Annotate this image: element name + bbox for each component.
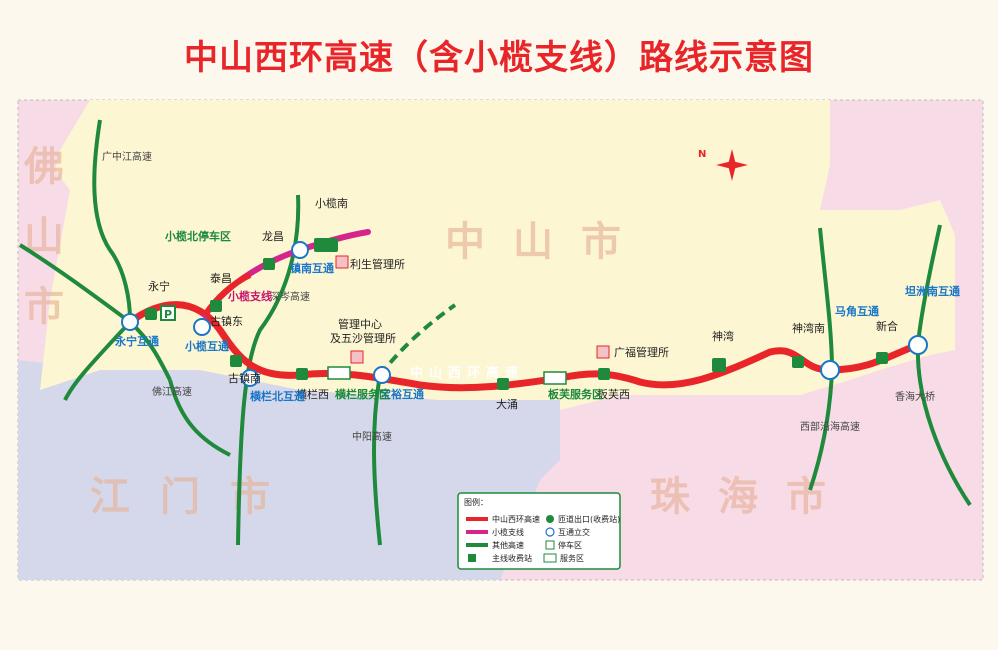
- office-center-icon: [350, 350, 364, 364]
- legend: 图例： 中山西环高速 小榄支线 其他高速 主线收费站 匝道出口(收费站) 互通立…: [457, 492, 621, 570]
- label-zhennan-interchange: 镇南互通: [290, 261, 334, 275]
- label-xiaolan-interchange: 小榄互通: [184, 339, 229, 353]
- label-branch-route: 小榄支线: [227, 289, 272, 303]
- legend-item-service: 服务区: [560, 553, 584, 563]
- interchange-zhennan-icon: [291, 241, 309, 259]
- label-henglan-north-interchange: 横栏北互通: [250, 389, 305, 403]
- yongning-south-road: [63, 320, 132, 401]
- label-shenwan-south: 神湾南: [792, 321, 825, 335]
- label-guzhen-east: 古镇东: [210, 314, 243, 328]
- label-xianghai-road: 香海大桥: [895, 390, 935, 403]
- region-foshan: 佛山市: [23, 144, 64, 330]
- interchange-xiaolan-icon: [193, 318, 211, 336]
- interchange-majiao-icon: [820, 360, 840, 380]
- map-title: 中山西环高速（含小榄支线）路线示意图: [184, 38, 814, 78]
- label-tanzhou-interchange: 坦洲南互通: [905, 284, 960, 298]
- label-shenwan: 神湾: [712, 329, 734, 343]
- service-banfu-icon: [543, 371, 567, 385]
- compass-icon: N: [698, 149, 748, 181]
- label-shencen-road: 深岑高速: [270, 290, 310, 303]
- label-longchang: 龙昌: [262, 230, 284, 243]
- label-banfu-west: 板芙西: [597, 387, 630, 401]
- label-lisheng-office: 利生管理所: [350, 257, 405, 271]
- label-center-office: 管理中心: [338, 317, 382, 331]
- label-zhongyang-road: 中阳高速: [352, 430, 392, 443]
- legend-item-toll: 主线收费站: [492, 553, 532, 563]
- legend-item-parking: 停车区: [558, 540, 582, 550]
- main-route-label: 中山西环高速: [410, 365, 524, 381]
- guangzhong-road: [92, 119, 132, 321]
- legend-item-main: 中山西环高速: [492, 514, 540, 524]
- toll-shenwan-south-icon: [792, 356, 804, 368]
- legend-item-exit: 匝道出口(收费站): [558, 514, 620, 524]
- interchange-yongning-icon: [121, 313, 139, 331]
- toll-dayong-icon: [497, 378, 509, 390]
- label-dayong: 大涌: [496, 397, 518, 411]
- legend-item-other: 其他高速: [492, 540, 524, 550]
- toll-markers: [145, 238, 888, 390]
- label-baoyu-interchange: 宝裕互通: [380, 387, 424, 401]
- label-guangzhong-road: 广中江高速: [102, 150, 152, 163]
- label-yongning: 永宁: [148, 279, 170, 293]
- label-guangfu-office: 广福管理所: [614, 345, 669, 359]
- toll-shenwan-icon: [712, 358, 726, 372]
- region-zhuhai: 珠海市: [650, 474, 854, 520]
- toll-xiaolan-south-icon: [314, 238, 338, 252]
- label-majiao-interchange: 马角互通: [835, 304, 879, 318]
- toll-longchang-icon: [263, 258, 275, 270]
- label-wusha-office: 及五沙管理所: [330, 331, 396, 345]
- service-henglan-icon: [327, 366, 351, 380]
- region-zhongshan: 中山市: [445, 219, 649, 265]
- parking-icon: [160, 305, 176, 321]
- label-xiaolan-south: 小榄南: [315, 197, 348, 210]
- interchange-baoyu-icon: [373, 366, 391, 384]
- interchange-markers: [121, 241, 928, 387]
- office-lisheng-icon: [335, 255, 349, 269]
- toll-guzhen-south-icon: [230, 355, 242, 367]
- office-guangfu-icon: [596, 345, 610, 359]
- label-western-coast-road: 西部沿海高速: [800, 420, 860, 433]
- toll-henglan-west-icon: [296, 368, 308, 380]
- branch-main-red: [202, 272, 252, 317]
- zhongshan-land: [40, 100, 955, 410]
- label-xinhe: 新合: [876, 319, 898, 333]
- region-jiangmen: 江门市: [90, 474, 300, 520]
- label-henglan-west: 横栏西: [296, 387, 329, 401]
- label-banfu-service: 板芙服务区: [548, 387, 603, 401]
- toll-xinhe-icon: [876, 352, 888, 364]
- jiangmen-land: [18, 360, 560, 580]
- toll-taichang-icon: [210, 300, 222, 312]
- foshan-jiang-south: [168, 379, 231, 457]
- legend-item-branch: 小榄支线: [492, 527, 524, 537]
- interchange-tanzhou-icon: [908, 335, 928, 355]
- label-guzhen-south: 古镇南: [228, 371, 261, 385]
- shencen-road: [236, 194, 301, 546]
- interchange-henglan-icon: [241, 369, 259, 387]
- parking-glyph: P: [164, 308, 172, 321]
- legend-item-interchange: 互通立交: [558, 527, 590, 537]
- label-xiaolan-north-parking: 小榄北停车区: [164, 229, 231, 243]
- toll-yongning-icon: [145, 308, 157, 320]
- label-yongning-interchange: 永宁互通: [114, 334, 159, 348]
- svg-text:N: N: [698, 149, 706, 160]
- label-taichang: 泰昌: [210, 271, 232, 285]
- zhongyang-road: [372, 374, 382, 546]
- toll-banfu-west-icon: [598, 368, 610, 380]
- legend-title: 图例：: [464, 497, 488, 507]
- label-foshan-jiang-road: 佛江高速: [152, 385, 192, 398]
- label-henglan-service: 横栏服务区: [335, 387, 390, 401]
